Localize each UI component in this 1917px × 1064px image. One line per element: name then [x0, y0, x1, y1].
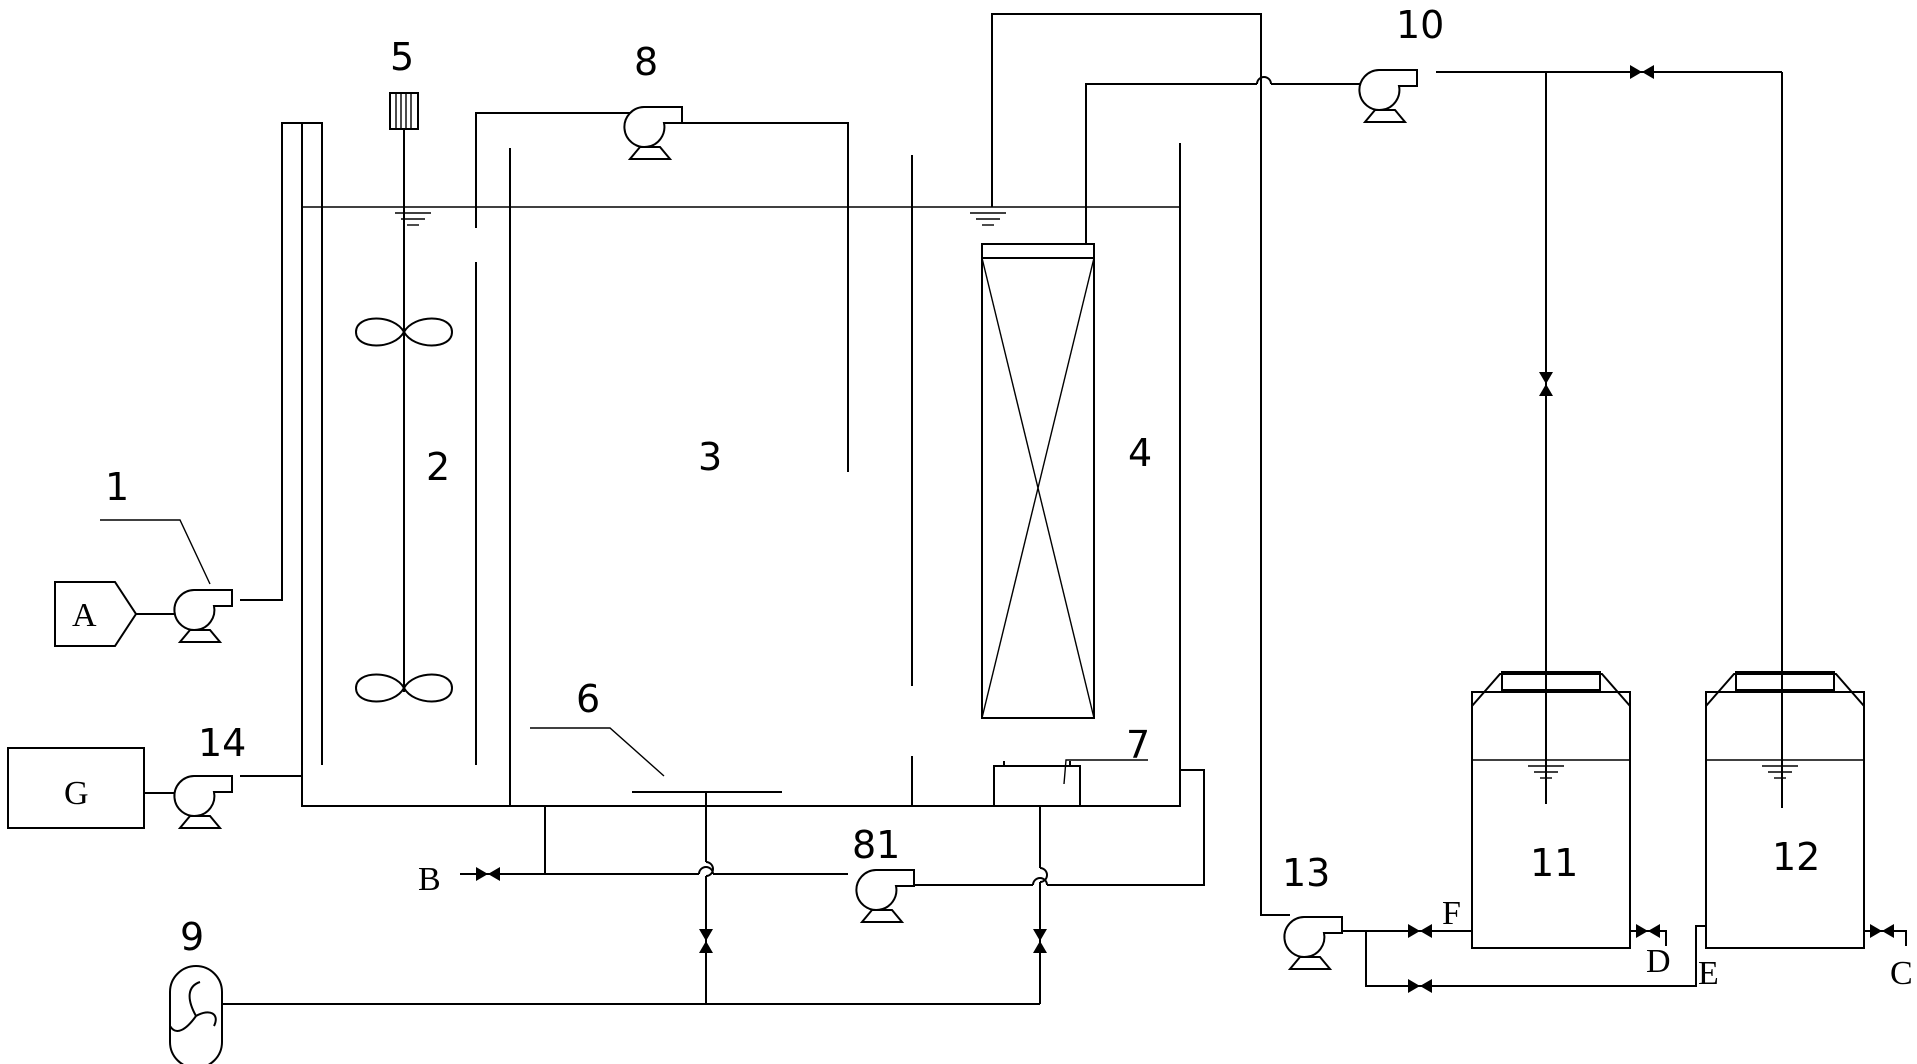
water-level-mark: [1761, 765, 1799, 779]
backwash-line: [991, 13, 1290, 916]
pump-8-line: [475, 112, 849, 128]
valve-icon: [699, 929, 713, 953]
tank-12: [1705, 671, 1865, 949]
valve-icon: [1033, 929, 1047, 953]
main-tank: [301, 123, 1181, 807]
label-a: A: [72, 597, 97, 634]
label-14: 14: [198, 721, 246, 765]
valve-icon: [476, 867, 500, 881]
feed-a-block: [54, 581, 180, 647]
pump-81-icon: [855, 869, 915, 923]
pump-14-icon: [173, 775, 233, 829]
label-f: F: [1442, 895, 1461, 932]
leader-line: [1063, 759, 1148, 785]
label-9: 9: [180, 915, 204, 959]
pump-10-icon: [1358, 69, 1418, 123]
aerator-7: [993, 761, 1081, 1004]
aerator-6: [632, 791, 782, 1004]
label-6: 6: [576, 677, 600, 721]
agitator-5: [355, 92, 453, 703]
tank-11: [1471, 671, 1631, 949]
dosing-g-block: [7, 747, 302, 829]
label-3: 3: [698, 435, 722, 479]
leader-line: [100, 519, 211, 585]
label-g: G: [64, 775, 89, 812]
membrane-module: [981, 243, 1095, 719]
water-level-mark: [394, 212, 432, 226]
permeate-line: [1085, 76, 1366, 244]
label-b: B: [418, 861, 441, 898]
pump-1-icon: [173, 589, 233, 643]
bottom-drain-line: [460, 769, 1205, 886]
label-e: E: [1698, 955, 1719, 992]
label-c: C: [1890, 955, 1913, 992]
pump-13-outlet: [1330, 925, 1907, 987]
inlet-pipe: [240, 122, 323, 765]
valve-icon: [1636, 924, 1660, 938]
label-11: 11: [1530, 841, 1578, 885]
label-8: 8: [634, 40, 658, 84]
valve-icon: [1408, 924, 1432, 938]
tank-feed-lines: [1436, 71, 1783, 808]
pump-13-icon: [1283, 916, 1343, 970]
valve-icon: [1408, 979, 1432, 993]
label-13: 13: [1282, 851, 1330, 895]
tank-partitions: [475, 118, 913, 806]
label-5: 5: [390, 35, 414, 79]
blower-9: [169, 965, 1040, 1064]
label-10: 10: [1396, 3, 1444, 47]
label-d: D: [1646, 943, 1671, 980]
valve-icon: [1870, 924, 1894, 938]
valve-icon: [1630, 65, 1654, 79]
label-12: 12: [1772, 835, 1820, 879]
valve-icon: [1539, 372, 1553, 396]
water-level-mark: [969, 212, 1007, 226]
label-1: 1: [105, 465, 129, 509]
label-4: 4: [1128, 431, 1152, 475]
label-2: 2: [426, 445, 450, 489]
label-7: 7: [1126, 723, 1150, 767]
pump-8-icon: [623, 106, 683, 160]
label-81: 81: [852, 823, 900, 867]
leader-line: [530, 727, 665, 777]
